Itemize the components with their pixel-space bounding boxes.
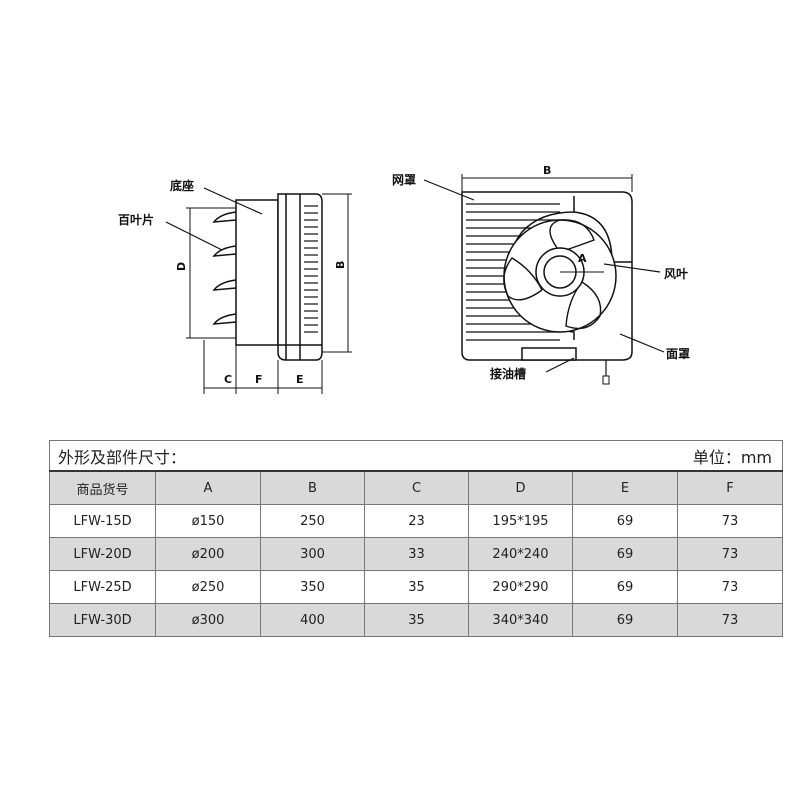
- table-cell: 300: [260, 537, 365, 571]
- label-grille: 网罩: [392, 173, 416, 187]
- label-face-cover: 面罩: [666, 347, 690, 361]
- table-cell: 69: [572, 603, 678, 637]
- table-header-cell: F: [676, 470, 784, 505]
- louver-blades: [212, 211, 237, 325]
- table-title-row: 单位：mm 外形及部件尺寸：: [48, 440, 784, 472]
- table-cell: LFW-25D: [49, 570, 156, 604]
- table-cell: 69: [572, 537, 678, 571]
- table-cell: ø150: [155, 504, 261, 538]
- dim-c: C: [224, 373, 232, 386]
- table-cell: ø300: [155, 603, 261, 637]
- table-cell: LFW-20D: [49, 537, 156, 571]
- table-cell: 73: [676, 504, 784, 538]
- technical-drawing: 底座 百叶片 D B C F E: [118, 164, 690, 394]
- fan-blades: [503, 219, 602, 330]
- dim-d: D: [175, 262, 188, 271]
- table-title: 外形及部件尺寸：: [58, 447, 187, 467]
- table-cell: LFW-15D: [49, 504, 156, 538]
- table-cell: LFW-30D: [49, 603, 156, 637]
- table-header-cell: E: [572, 470, 678, 505]
- table-cell: 350: [260, 570, 365, 604]
- table-cell: 35: [364, 603, 469, 637]
- table-cell: 240*240: [468, 537, 573, 571]
- table-header-cell: B: [260, 470, 365, 505]
- table-cell: ø200: [155, 537, 261, 571]
- table-cell: 250: [260, 504, 365, 538]
- dim-e: E: [296, 373, 304, 386]
- label-fan-blade: 风叶: [664, 266, 688, 281]
- dim-b-side: B: [334, 261, 347, 269]
- grille-ribs: [304, 205, 318, 333]
- table-header-cell: 商品货号: [49, 470, 156, 505]
- table-header-cell: A: [155, 470, 261, 505]
- table-cell: 69: [572, 504, 678, 538]
- dim-f: F: [255, 373, 263, 386]
- label-blades: 百叶片: [118, 212, 154, 227]
- oil-trough: [521, 347, 577, 361]
- table-cell: ø250: [155, 570, 261, 604]
- dim-b-front: B: [543, 164, 551, 177]
- table-cell: 35: [364, 570, 469, 604]
- table-header-cell: C: [364, 470, 469, 505]
- table-cell: 340*340: [468, 603, 573, 637]
- table-cell: 73: [676, 537, 784, 571]
- front-view: [423, 174, 665, 385]
- table-cell: 195*195: [468, 504, 573, 538]
- table-cell: 290*290: [468, 570, 573, 604]
- table-cell: 73: [676, 570, 784, 604]
- table-cell: 73: [676, 603, 784, 637]
- table-cell: 23: [364, 504, 469, 538]
- dim-a: A: [578, 252, 587, 265]
- table-cell: 400: [260, 603, 365, 637]
- label-oil-trough: 接油槽: [490, 366, 526, 381]
- table-title-cell: 单位：mm 外形及部件尺寸：: [48, 440, 784, 472]
- table-unit: 单位：mm: [692, 447, 773, 467]
- table-header-cell: D: [468, 470, 573, 505]
- table-cell: 33: [364, 537, 469, 571]
- dimension-lines: [186, 193, 352, 394]
- table-cell: 69: [572, 570, 678, 604]
- base-body: [235, 199, 279, 346]
- label-base: 底座: [170, 178, 194, 193]
- side-view: [165, 187, 352, 394]
